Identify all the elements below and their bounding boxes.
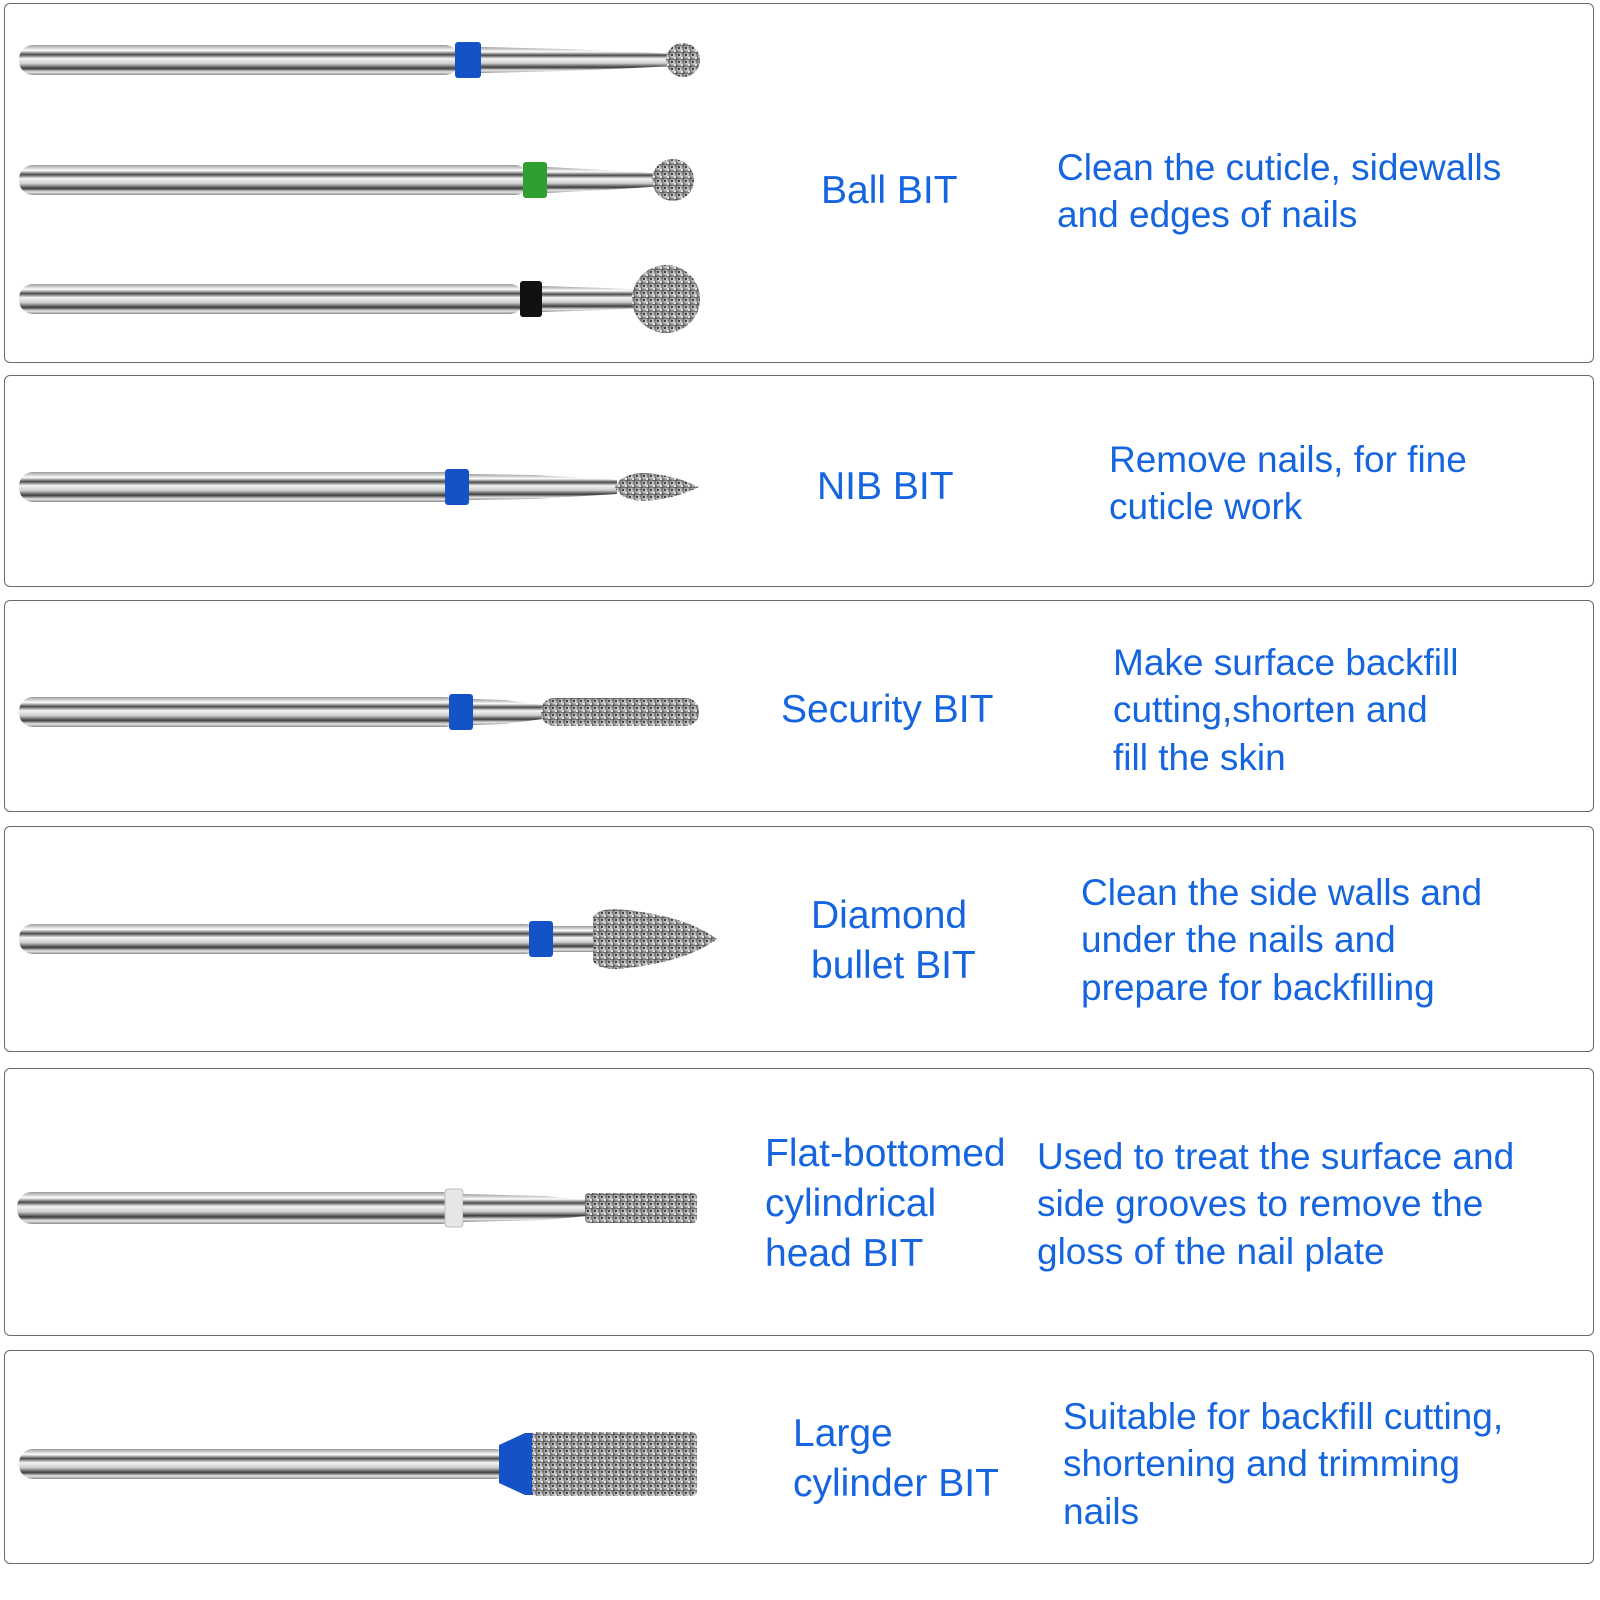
bit-description: Remove nails, for fine cuticle work xyxy=(1109,439,1467,528)
bit-description: Used to treat the surface and side groov… xyxy=(1037,1136,1515,1272)
bit-name: Flat-bottomed cylindrical head BIT xyxy=(765,1132,1006,1275)
ball-bit-medium-image xyxy=(19,159,694,201)
bit-description: Suitable for backfill cutting, shortenin… xyxy=(1063,1396,1504,1532)
row-flat-bottomed-cylindrical-bit: Flat-bottomed cylindrical head BIT Used … xyxy=(4,1068,1594,1336)
flat-bottomed-cylindrical-bit-image xyxy=(17,1188,697,1228)
bit-name: Ball BIT xyxy=(821,169,958,212)
ball-bit-small-image xyxy=(19,42,700,78)
row-large-cylinder-bit: Large cylinder BIT Suitable for backfill… xyxy=(4,1350,1594,1564)
large-cylinder-bit-image xyxy=(19,1432,697,1496)
row-diamond-bullet-bit: Diamond bullet BIT Clean the side walls … xyxy=(4,826,1594,1052)
row-ball-bit: Ball BIT Clean the cuticle, sidewalls an… xyxy=(4,3,1594,363)
bit-name: NIB BIT xyxy=(817,465,954,508)
bit-name: Large cylinder BIT xyxy=(793,1412,999,1505)
row-security-bit: Security BIT Make surface backfill cutti… xyxy=(4,600,1594,812)
bit-description: Clean the side walls and under the nails… xyxy=(1081,872,1483,1008)
security-bit-image xyxy=(19,694,699,730)
bit-description: Clean the cuticle, sidewalls and edges o… xyxy=(1057,147,1502,236)
bit-name: Security BIT xyxy=(781,688,994,731)
nib-bit-image xyxy=(19,469,699,505)
diamond-bullet-bit-image xyxy=(19,909,717,969)
bit-name: Diamond bullet BIT xyxy=(811,894,976,987)
ball-bit-large-image xyxy=(19,265,700,333)
row-nib-bit: NIB BIT Remove nails, for fine cuticle w… xyxy=(4,375,1594,587)
bit-description: Make surface backfill cutting,shorten an… xyxy=(1113,642,1459,778)
